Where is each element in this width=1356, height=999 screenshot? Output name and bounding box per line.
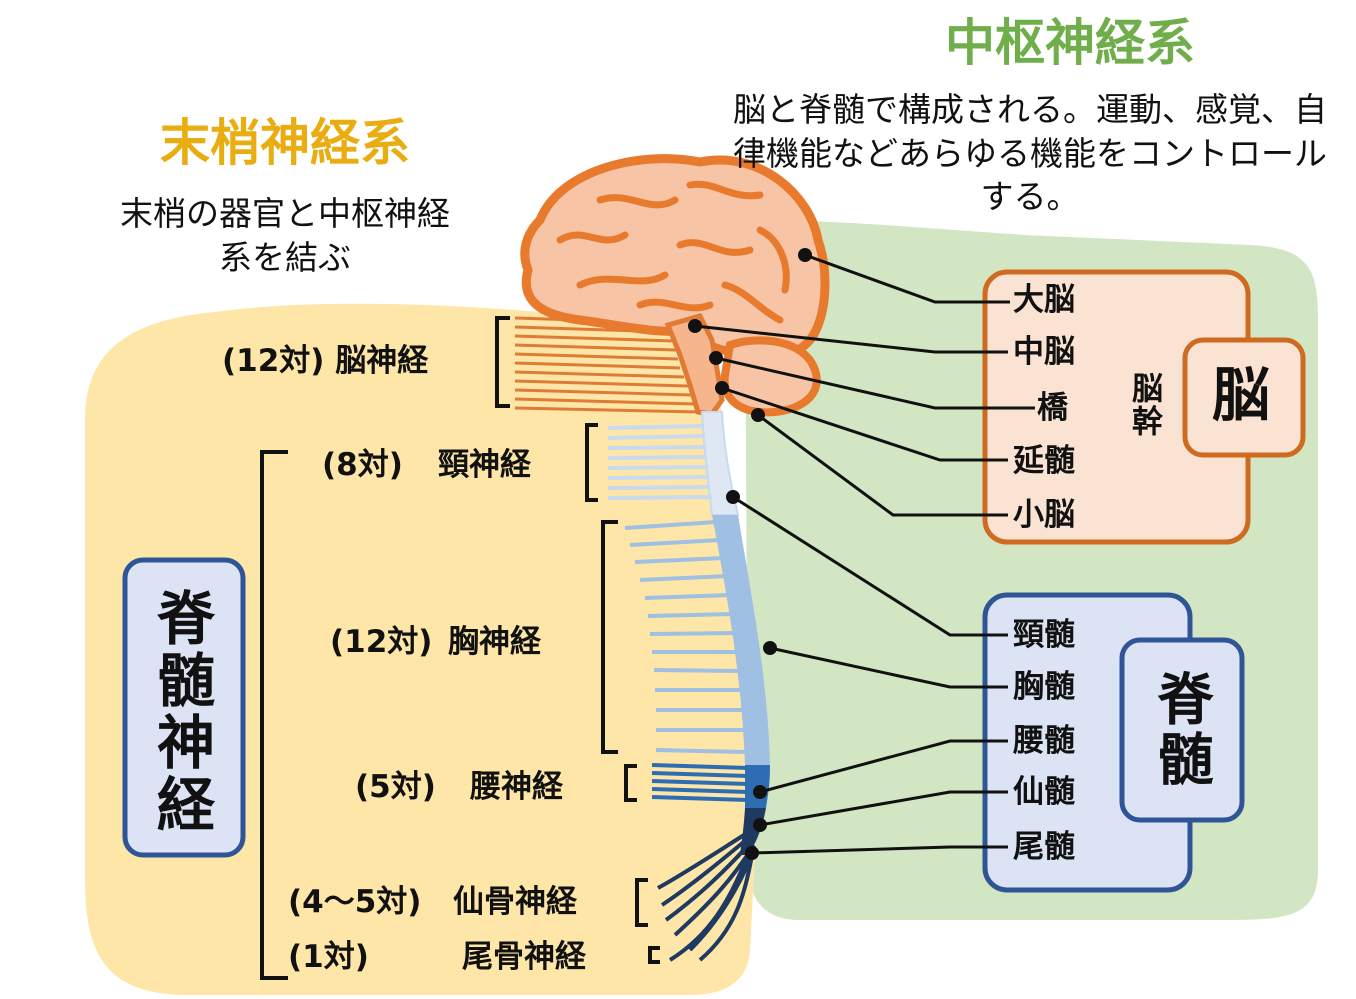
cranial-bracket [495,316,510,408]
spinal-nerve-bracket [260,450,288,980]
cervical-nerve-name: 頸神経 [438,447,531,483]
sacral-cord-label: 仙髄 [1013,774,1075,810]
central-nervous-system-description: 脳と脊髄で構成される。運動、感覚、自律機能などあらゆる機能をコントロールする。 [733,90,1327,217]
coccygeal-nerve-count: (1対) [288,939,369,975]
lumbar-nerve-fibers [651,763,749,802]
sacral-nerve-name: 仙骨神経 [453,884,577,920]
cranial-nerve-label: (12対) 脳神経 [222,343,429,379]
sacral-bracket [635,878,648,927]
thoracic-cord-label: 胸髄 [1013,669,1075,705]
sacral-nerve-count: (4〜5対) [288,884,422,920]
cerebellum-label: 小脳 [1013,497,1075,533]
peripheral-nervous-system-title: 末梢神経系 [160,114,410,172]
pons-label: 橋 [1037,390,1068,426]
thoracic-bracket [601,520,618,754]
cord-title-box [1119,637,1245,823]
brain-folds [556,180,790,324]
spinal-cord-title: 脊髄 [1148,670,1213,790]
spinal-nerve-title-box [122,557,246,858]
leader-dots [688,248,812,860]
peripheral-nervous-system-region [85,303,760,995]
coccygeal-cord-label: 尾髄 [1013,829,1075,865]
cervical-cord-label: 頸髄 [1013,617,1075,653]
cervical-bracket [585,423,598,502]
brainstem-label: 脳幹 [1126,372,1162,438]
medulla-label: 延髄 [1013,443,1075,479]
cervical-nerve-count: (8対) [322,447,403,483]
central-nervous-system-title: 中枢神経系 [945,14,1195,72]
lumbar-cord-label: 腰髄 [1013,723,1075,759]
spinal-nerve-title: 脊髄神経 [147,588,215,836]
brain-title-box [1182,337,1306,458]
midbrain-label: 中脳 [1013,334,1075,370]
thoracic-nerve-count: (12対) [330,624,433,660]
cerebellum-illustration [720,336,821,417]
lumbar-bracket [624,764,637,802]
coccygeal-nerve-name: 尾骨神経 [462,939,586,975]
brain-title: 脳 [1212,361,1271,429]
peripheral-nervous-system-description: 末梢の器官と中枢神経系を結ぶ [120,194,450,277]
lumbar-nerve-count: (5対) [355,769,436,805]
thoracic-nerve-fibers [624,520,746,754]
cervical-nerve-fibers [607,424,713,500]
coccygeal-bracket [648,946,660,964]
cerebrum-label: 大脳 [1013,282,1075,318]
lumbar-nerve-name: 腰神経 [470,769,563,805]
leader-lines [694,253,1035,855]
thoracic-nerve-name: 胸神経 [448,624,541,660]
